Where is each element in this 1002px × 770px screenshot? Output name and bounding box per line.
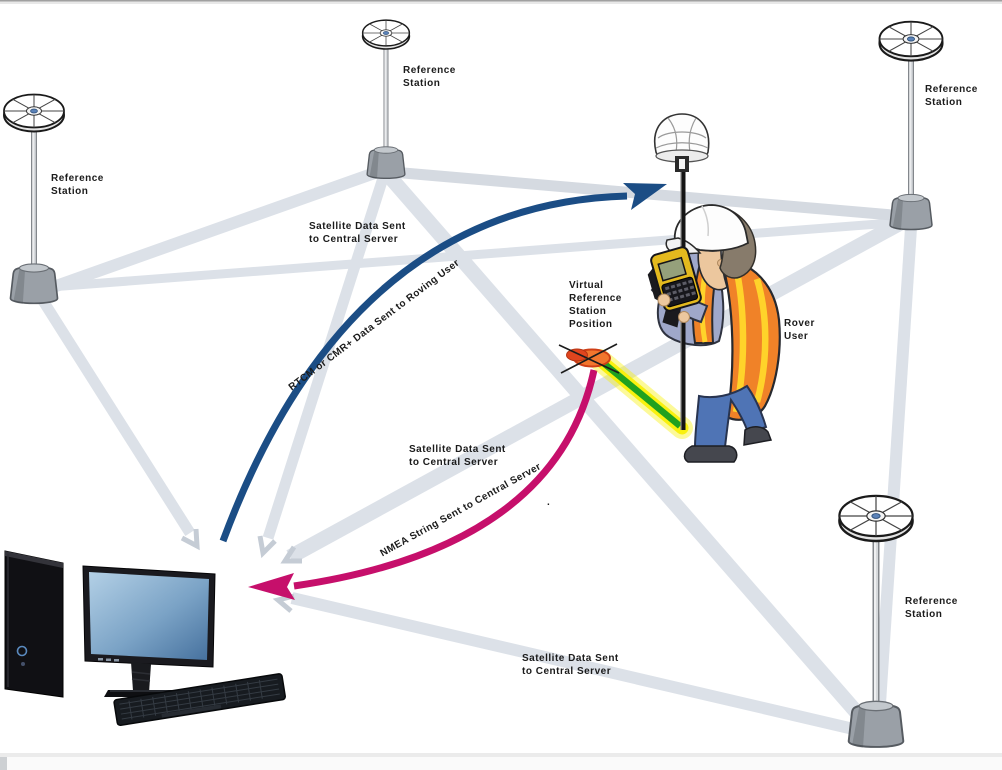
vrs-position-marker-icon	[558, 343, 620, 374]
antenna-base	[889, 193, 933, 231]
label-reference-station-top-middle: Reference Station	[403, 65, 456, 89]
rtcm-correction-arrow	[219, 183, 667, 543]
beam-tr-br	[872, 227, 917, 735]
label-satellite-data-bottom: Satellite Data Sent to Central Server	[522, 653, 619, 677]
handheld-controller-icon	[647, 246, 702, 328]
beam-tl-tr	[49, 217, 906, 292]
beam-tm-server	[262, 176, 389, 540]
window-bottom-strip	[0, 753, 1002, 757]
gps-antenna-disc-icon	[838, 494, 914, 543]
label-virtual-reference-station-position: Virtual Reference Station Position	[569, 280, 622, 330]
gps-antenna-disc-icon	[878, 20, 944, 62]
reference-station-bottom-right	[838, 494, 914, 749]
rtcm-arrowhead-icon	[623, 183, 667, 210]
label-stray-mark: .	[547, 497, 551, 508]
computer-monitor	[82, 565, 216, 697]
window-top-edge	[0, 0, 1002, 2]
beam-arrowhead-from-tm	[257, 535, 277, 559]
reference-station-top-middle	[361, 19, 411, 180]
beam-arrowhead-from-tl	[180, 528, 200, 551]
network-beams	[35, 164, 917, 737]
reference-station-top-right	[878, 20, 944, 231]
label-rover-user: Rover User	[784, 318, 815, 342]
antenna-base	[9, 263, 59, 305]
beam-arrowhead-from-tr	[280, 545, 302, 564]
shoe	[743, 426, 773, 446]
label-reference-station-top-left: Reference Station	[51, 173, 104, 197]
shoe	[683, 445, 738, 463]
antenna-base	[847, 700, 905, 749]
rover-user	[647, 113, 781, 463]
label-reference-station-top-right: Reference Station	[925, 84, 978, 108]
spacebar	[161, 704, 222, 718]
beam-tm-br	[383, 171, 878, 735]
gps-antenna-disc-icon	[3, 93, 65, 133]
monitor-screen	[89, 572, 209, 660]
label-satellite-data-top: Satellite Data Sent to Central Server	[309, 221, 406, 245]
beam-br-server	[290, 592, 864, 737]
nmea-arrowhead-icon	[248, 573, 295, 600]
window-top-strip	[0, 1, 1002, 4]
scroll-corner	[0, 757, 7, 770]
rtcm-arrow-curve	[219, 192, 628, 543]
hand	[678, 311, 690, 323]
rover-antenna-dome-icon	[653, 113, 710, 163]
label-satellite-data-middle: Satellite Data Sent to Central Server	[409, 444, 506, 468]
computer-tower	[4, 550, 64, 698]
central-server-computer	[4, 550, 286, 727]
beam-tr-server	[286, 213, 910, 564]
antenna-base	[366, 146, 406, 180]
beam-tl-tm	[39, 164, 386, 297]
computer-keyboard	[113, 673, 286, 727]
label-reference-station-bottom-right: Reference Station	[905, 596, 958, 620]
window-bottom-area	[0, 757, 1002, 770]
reference-station-top-left	[3, 93, 65, 305]
nmea-arrow	[248, 369, 598, 600]
power-button-icon	[16, 645, 28, 657]
hand	[657, 293, 671, 307]
gps-antenna-disc-icon	[361, 19, 411, 50]
monitor-stand	[131, 662, 151, 693]
nmea-arrow-curve	[293, 369, 598, 590]
beam-tl-server	[35, 293, 195, 536]
vest-stripe	[753, 278, 769, 403]
